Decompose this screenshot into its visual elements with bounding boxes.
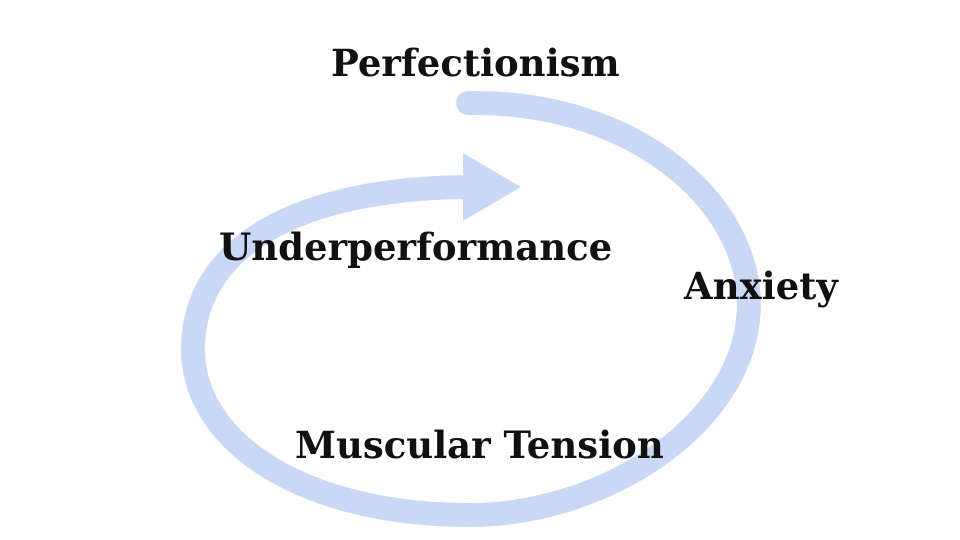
cycle-arrow-path xyxy=(180,90,761,528)
node-anxiety: Anxiety xyxy=(684,264,838,308)
node-muscular-tension: Muscular Tension xyxy=(295,423,664,467)
node-underperformance: Underperformance xyxy=(219,225,613,269)
node-perfectionism: Perfectionism xyxy=(331,41,620,85)
cycle-arrowhead xyxy=(463,153,521,221)
